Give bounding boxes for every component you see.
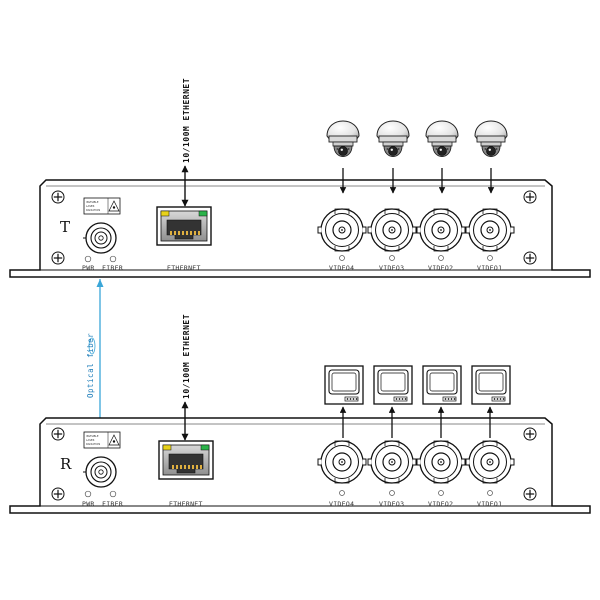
pwr-label: PWR [82,500,95,508]
screw-icon [523,487,537,501]
monitor-icon [471,365,511,405]
receiver-unit: R PWR FIBER ETHERNET VIDEO4 VIDEO3 VIDEO… [9,314,591,514]
video-led-icon [339,490,345,496]
screw-icon [51,487,65,501]
video-label: VIDEO4 [329,264,354,272]
monitor-icon [373,365,413,405]
ethernet-port-label: ETHERNET [169,500,203,508]
video-led-icon [438,490,444,496]
camera-icon [425,120,459,157]
laser-warning-label [83,431,121,449]
video-led-icon [389,490,395,496]
video-label: VIDEO3 [379,500,404,508]
screw-icon [51,427,65,441]
camera-icon [376,120,410,157]
pwr-led-icon [84,490,92,498]
screw-icon [51,251,65,265]
optical-fiber-link: Optical fiber [86,279,104,428]
ethernet-port[interactable] [156,206,212,246]
video-label: VIDEO4 [329,500,354,508]
unit-letter-r: R [60,455,72,473]
optical-fiber-label: Optical fiber [86,333,95,398]
ethernet-port-label: ETHERNET [167,264,201,272]
pwr-label: PWR [82,264,95,272]
screw-icon [523,251,537,265]
fiber-led-icon [109,255,117,263]
fiber-label: FIBER [102,500,123,508]
transmitter-unit: T PWR FIBER ETHERNET VIDEO4 VIDEO3 VIDEO… [9,78,591,278]
video-led-icon [339,255,345,261]
laser-warning-label [83,197,121,215]
video-led-icon [389,255,395,261]
ethernet-port[interactable] [158,440,214,480]
screw-icon [523,427,537,441]
camera-icon [326,120,360,157]
monitor-icon [324,365,364,405]
video-label: VIDEO1 [477,264,502,272]
screw-icon [523,190,537,204]
video-label: VIDEO1 [477,500,502,508]
fiber-led-icon [109,490,117,498]
ethernet-link-label: 10/100M ETHERNET [182,78,191,163]
ethernet-link-label: 10/100M ETHERNET [182,314,191,399]
unit-letter-t: T [60,218,70,236]
video-led-icon [487,255,493,261]
camera-icon [474,120,508,157]
video-led-icon [438,255,444,261]
fiber-label: FIBER [102,264,123,272]
video-label: VIDEO2 [428,500,453,508]
monitor-icon [422,365,462,405]
transmitter-chassis-outline [9,179,591,278]
screw-icon [51,190,65,204]
video-label: VIDEO3 [379,264,404,272]
video-label: VIDEO2 [428,264,453,272]
pwr-led-icon [84,255,92,263]
video-led-icon [487,490,493,496]
